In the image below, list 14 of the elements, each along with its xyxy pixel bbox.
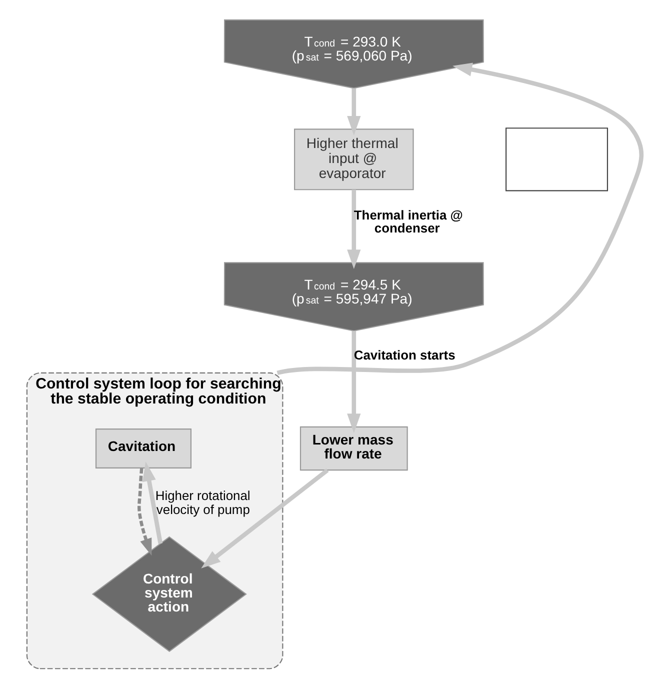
- node-box: Cavitation: [94, 428, 191, 468]
- edge-label: Thermal inertia @ condenser: [353, 207, 462, 236]
- edge-label: Higher rotational velocity of pump: [154, 488, 250, 517]
- node-box: Lower mass flow rate: [299, 426, 408, 471]
- edge-label: Cavitation starts: [353, 348, 455, 363]
- arrow: [137, 468, 152, 556]
- arrow: [142, 462, 162, 544]
- arrow: [346, 190, 360, 270]
- arrow: [346, 88, 360, 136]
- node-box: [505, 128, 608, 192]
- arrow: [200, 468, 328, 568]
- arrow: [276, 62, 643, 376]
- arrow: [346, 330, 360, 434]
- node-box: Higher thermal input @ evaporator: [294, 128, 414, 190]
